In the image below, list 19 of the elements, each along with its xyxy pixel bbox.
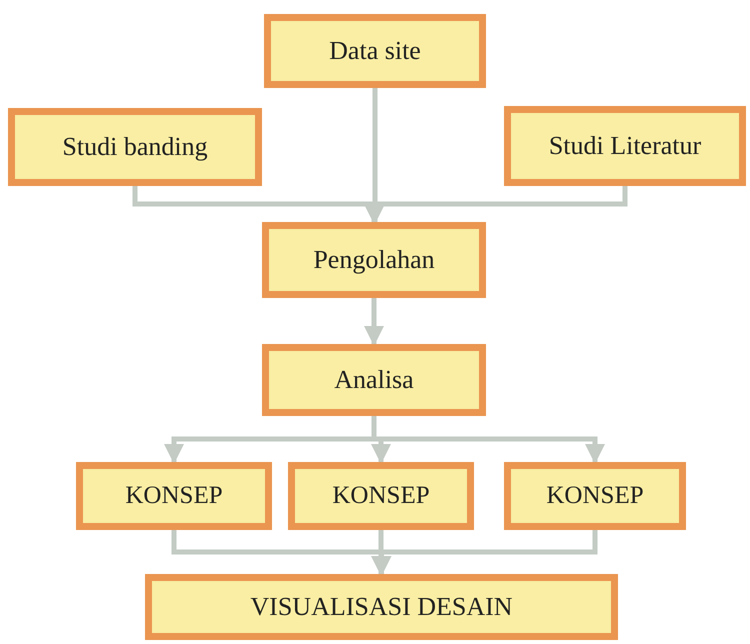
process-box bbox=[504, 462, 686, 530]
box-label: Pengolahan bbox=[313, 245, 435, 275]
box-label: Studi Literatur bbox=[548, 131, 702, 161]
process-box bbox=[262, 344, 486, 416]
connector-arrow bbox=[364, 298, 384, 346]
process-box bbox=[264, 14, 486, 88]
box-label: VISUALISASI DESAIN bbox=[250, 592, 513, 622]
box-label: Data site bbox=[329, 36, 421, 66]
process-box bbox=[288, 462, 474, 530]
process-box bbox=[262, 222, 486, 298]
box-label: Studi banding bbox=[62, 132, 208, 162]
process-box bbox=[145, 574, 618, 640]
process-box bbox=[504, 106, 746, 186]
box-label: Analisa bbox=[334, 365, 414, 395]
box-label: KONSEP bbox=[332, 482, 430, 510]
process-box bbox=[8, 108, 262, 186]
box-label: KONSEP bbox=[125, 482, 223, 510]
box-label: KONSEP bbox=[546, 482, 644, 510]
process-box bbox=[76, 462, 272, 530]
